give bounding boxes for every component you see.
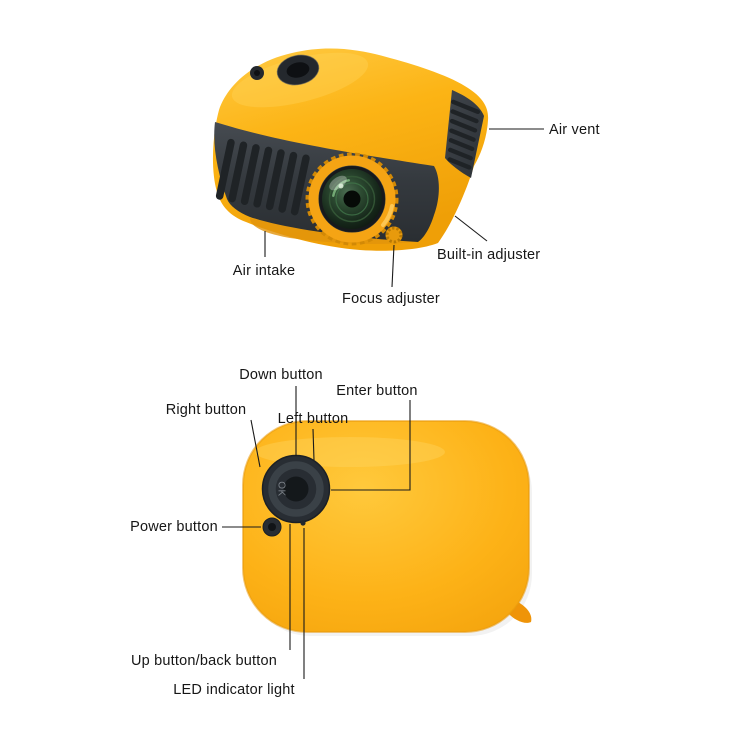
top-ir-sensor bbox=[250, 66, 264, 80]
up-back-button-label: Up button/back button bbox=[130, 653, 278, 669]
down-button-label: Down button bbox=[239, 367, 323, 383]
focus-adjuster-label: Focus adjuster bbox=[342, 291, 440, 307]
built-in-adjuster-label: Built-in adjuster bbox=[437, 247, 541, 263]
enter-button-label: Enter button bbox=[336, 383, 418, 399]
power-button-label: Power button bbox=[130, 519, 218, 535]
dial-ok-label: OK bbox=[276, 481, 287, 496]
built-in-adjuster-line bbox=[454, 215, 488, 242]
led-indicator-dot bbox=[300, 520, 306, 526]
control-dial: OK bbox=[261, 454, 331, 524]
focus-adjuster-line bbox=[391, 244, 395, 288]
air-intake-grille bbox=[215, 138, 310, 216]
projector-3d-view bbox=[212, 48, 489, 251]
air-intake-label: Air intake bbox=[232, 263, 296, 279]
left-button-line bbox=[312, 428, 315, 461]
projector-top-view: OK bbox=[242, 420, 532, 636]
air-vent-grille bbox=[445, 90, 484, 178]
top-dial-recess bbox=[276, 54, 320, 86]
right-button-line bbox=[250, 419, 261, 468]
left-button-label: Left button bbox=[277, 411, 349, 427]
power-button bbox=[262, 517, 282, 537]
annotation-lines bbox=[222, 128, 544, 679]
enter-button-line bbox=[331, 400, 411, 491]
lens bbox=[305, 152, 399, 246]
focus-adjuster-wheel bbox=[385, 226, 403, 244]
led-indicator-label: LED indicator light bbox=[173, 682, 295, 698]
right-button-label: Right button bbox=[165, 402, 247, 418]
air-vent-label: Air vent bbox=[549, 122, 600, 138]
